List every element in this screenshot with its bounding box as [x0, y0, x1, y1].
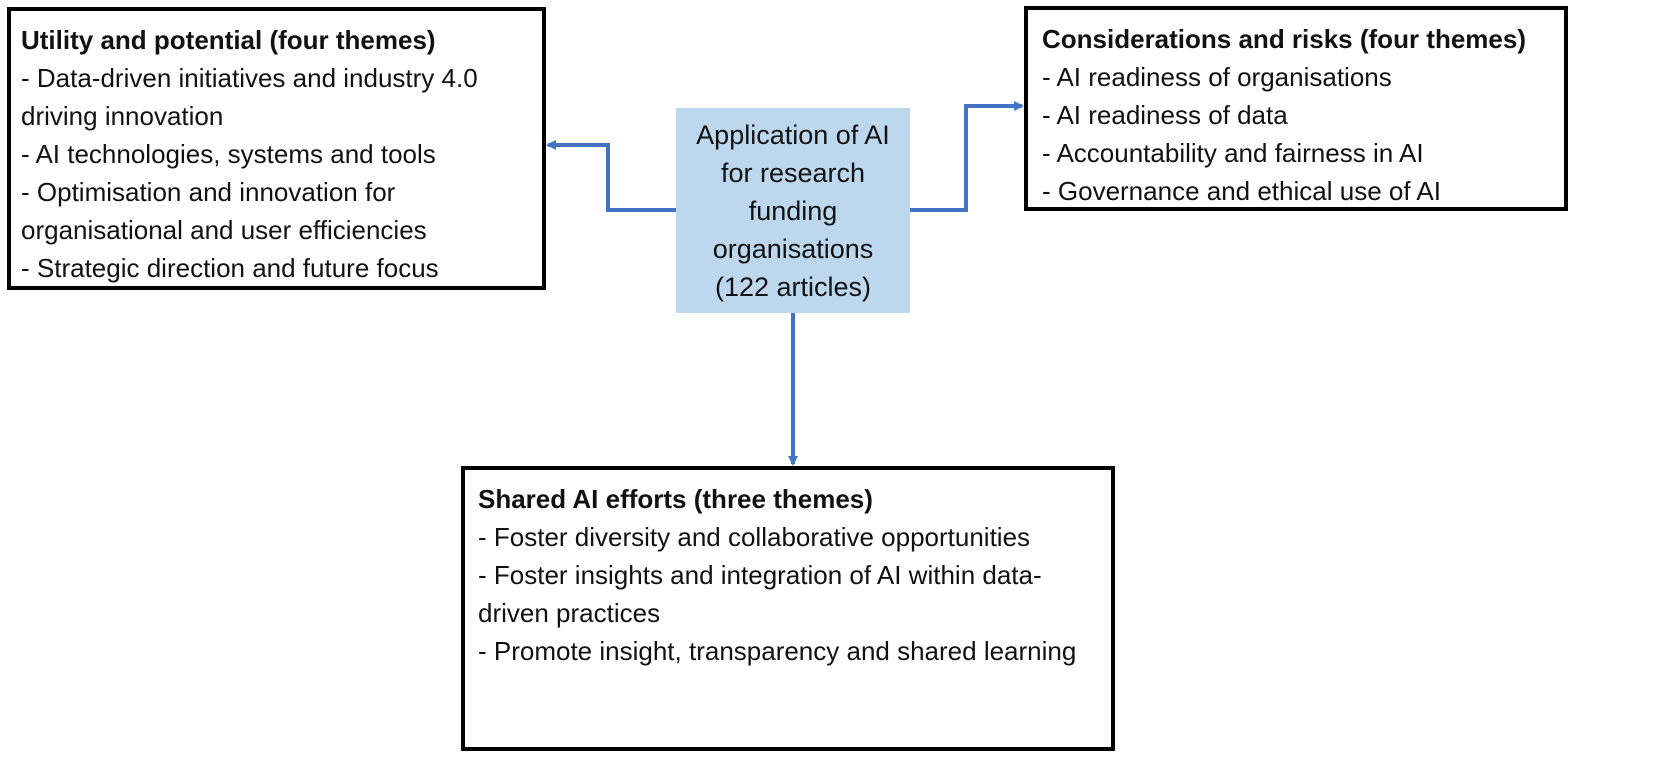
risks-theme-list: - AI readiness of organisations - AI rea… — [1042, 58, 1554, 210]
shared-theme-item: - Foster insights and integration of AI … — [478, 560, 1042, 628]
considerations-and-risks-box: Considerations and risks (four themes) -… — [1024, 6, 1568, 211]
utility-theme-list: - Data-driven initiatives and industry 4… — [21, 59, 532, 287]
utility-theme-item: - Optimisation and innovation for organi… — [21, 177, 427, 245]
risks-theme-item: - AI readiness of data — [1042, 100, 1288, 130]
utility-and-potential-box: Utility and potential (four themes) - Da… — [7, 7, 546, 290]
utility-theme-item: - Strategic direction and future focus — [21, 253, 439, 283]
connector-to-risks — [910, 101, 1024, 212]
risks-theme-item: - Governance and ethical use of AI — [1042, 176, 1441, 206]
shared-theme-item: - Foster diversity and collaborative opp… — [478, 522, 1031, 552]
risks-box-title: Considerations and risks (four themes) — [1042, 24, 1526, 54]
shared-theme-list: - Foster diversity and collaborative opp… — [478, 518, 1101, 670]
center-node: Application of AI for research funding o… — [676, 108, 910, 313]
risks-theme-item: - AI readiness of organisations — [1042, 62, 1392, 92]
shared-ai-efforts-box: Shared AI efforts (three themes) - Foste… — [461, 466, 1115, 751]
utility-theme-item: - Data-driven initiatives and industry 4… — [21, 63, 478, 131]
shared-theme-item: - Promote insight, transparency and shar… — [478, 636, 1077, 666]
connector-to-utility — [546, 140, 676, 212]
utility-theme-item: - AI technologies, systems and tools — [21, 139, 436, 169]
utility-box-title: Utility and potential (four themes) — [21, 25, 436, 55]
shared-box-title: Shared AI efforts (three themes) — [478, 484, 873, 514]
center-node-label: Application of AI for research funding o… — [696, 119, 890, 302]
risks-theme-item: - Accountability and fairness in AI — [1042, 138, 1424, 168]
